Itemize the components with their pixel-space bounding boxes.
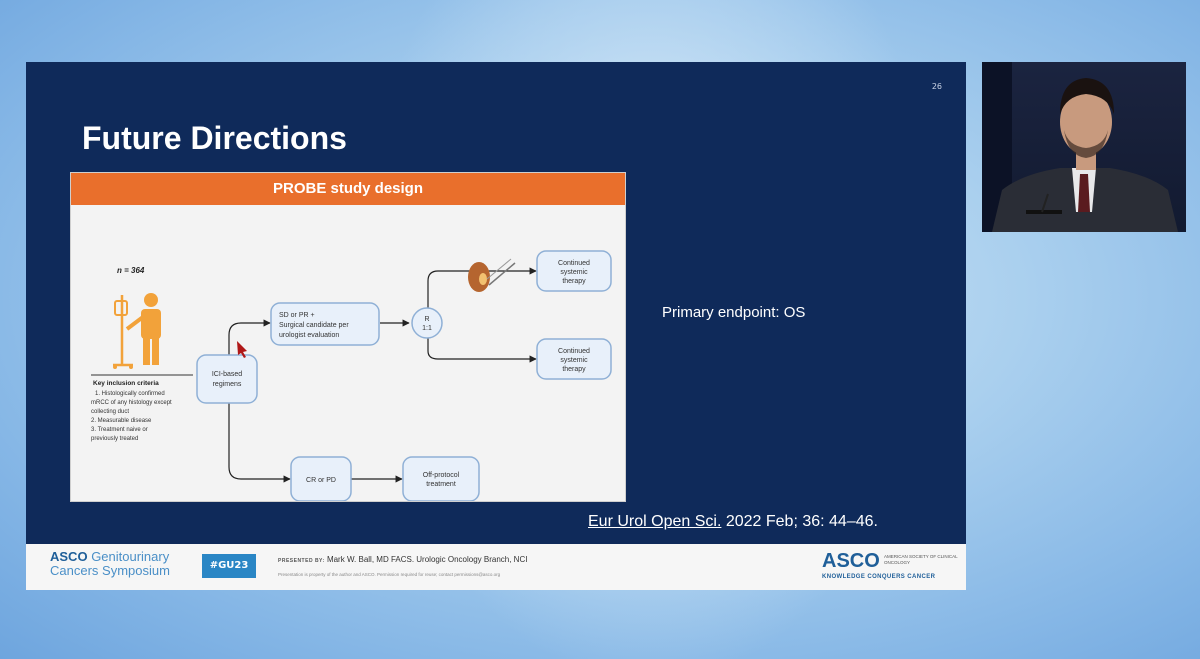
node-cont2-label: therapy <box>562 366 586 373</box>
asco-logo-sub: AMERICAN SOCIETY OF CLINICAL ONCOLOGY <box>884 554 958 565</box>
node-cr-pd <box>290 456 352 501</box>
node-cont1-label: therapy <box>562 278 586 285</box>
asco-logo-text: ASCO <box>822 550 880 572</box>
node-off-label: treatment <box>426 481 456 488</box>
inclusion-item: mRCC of any histology except <box>91 400 172 406</box>
speaker-figure <box>982 62 1178 232</box>
node-off-protocol <box>402 456 480 501</box>
node-sdpr-label: SD or PR + <box>279 312 315 319</box>
kidney-surgery-icon <box>468 258 516 292</box>
node-ici-regimens <box>196 354 258 404</box>
primary-endpoint: Primary endpoint: OS <box>662 304 806 321</box>
connector-ici-to-crpd <box>228 403 291 483</box>
slide-title: Future Directions <box>82 120 347 156</box>
inclusion-item: 1. Histologically confirmed <box>95 391 165 397</box>
asco-gu-brand: ASCO Genitourinary Cancers Symposium <box>50 550 170 578</box>
inclusion-title: Key inclusion criteria <box>93 380 159 387</box>
brand-line2: Cancers Symposium <box>50 563 170 578</box>
asco-tagline: KNOWLEDGE CONQUERS CANCER <box>822 574 936 580</box>
brand-line1: Genitourinary <box>91 549 170 564</box>
n-label: n = 364 <box>117 266 145 275</box>
node-sdpr-label: urologist evaluation <box>279 332 339 339</box>
presenter-name: Mark W. Ball, MD FACS. Urologic Oncology… <box>326 555 528 564</box>
hashtag-badge: #GU23 <box>202 554 256 578</box>
citation: Eur Urol Open Sci. 2022 Feb; 36: 44–46. <box>588 513 878 531</box>
node-cont1-label: Continued <box>558 260 590 267</box>
inclusion-item: 3. Treatment naive or <box>91 427 148 433</box>
connector-ici-to-sdpr <box>228 319 271 355</box>
node-randomization <box>411 307 443 339</box>
figure-header: PROBE study design <box>71 173 625 205</box>
node-r-label: R <box>424 316 429 323</box>
slide-number: 26 <box>931 82 942 91</box>
node-sdpr-label: Surgical candidate per <box>279 322 349 329</box>
disclaimer: Presentation is property of the author a… <box>278 572 501 577</box>
node-off-label: Off-protocol <box>423 472 460 479</box>
inclusion-item: previously treated <box>91 436 138 442</box>
presentation-slide: 26 Future Directions PROBE study design … <box>26 62 966 590</box>
connector-r-to-cont1 <box>427 267 537 309</box>
inclusion-item: collecting duct <box>91 409 129 415</box>
citation-details: 2022 Feb; 36: 44–46. <box>721 513 878 530</box>
citation-journal-link[interactable]: Eur Urol Open Sci. <box>588 513 722 530</box>
asco-logo: ASCO AMERICAN SOCIETY OF CLINICAL ONCOLO… <box>822 550 958 580</box>
node-ici-label: regimens <box>213 381 242 388</box>
presented-by-label: PRESENTED BY: <box>278 558 325 564</box>
speaker-video <box>982 62 1186 232</box>
brand-asco: ASCO <box>50 549 88 564</box>
node-crpd-label: CR or PD <box>306 477 336 484</box>
node-sd-pr <box>270 302 380 346</box>
node-ici-label: ICI-based <box>212 371 242 378</box>
node-cont2-label: Continued <box>558 348 590 355</box>
node-continued-therapy <box>536 338 612 380</box>
patient-iv-icon <box>113 293 161 369</box>
inclusion-item: 2. Measurable disease <box>91 418 152 424</box>
study-design-figure: PROBE study design n = 364 <box>70 172 626 502</box>
node-cont2-label: systemic <box>560 357 588 364</box>
flow-diagram: n = 364 Key inclusion criteria 1. Histol… <box>91 250 612 501</box>
connector-r-to-cont2 <box>427 337 537 363</box>
presenter-line: PRESENTED BY: Mark W. Ball, MD FACS. Uro… <box>278 555 527 564</box>
node-r-label: 1:1 <box>422 325 432 332</box>
node-cont1-label: systemic <box>560 269 588 276</box>
node-continued-therapy-surgery <box>536 250 612 292</box>
slide-footer: ASCO Genitourinary Cancers Symposium #GU… <box>26 544 966 590</box>
laser-pointer-icon <box>237 341 247 358</box>
